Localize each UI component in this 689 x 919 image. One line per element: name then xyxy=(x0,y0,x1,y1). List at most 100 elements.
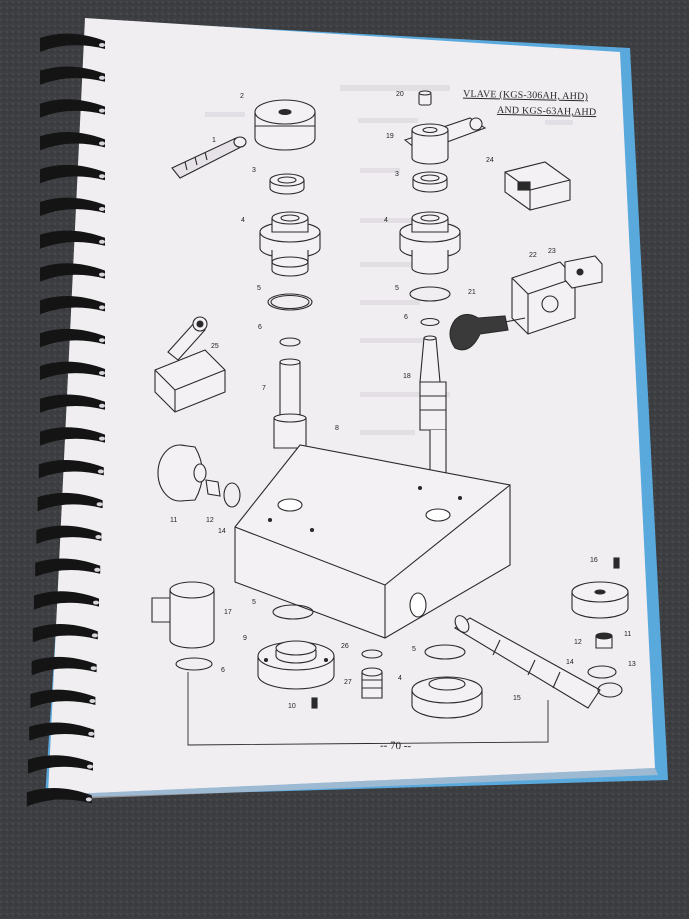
binding-hole xyxy=(95,535,102,539)
spool-left xyxy=(273,358,307,449)
binding-hole xyxy=(99,207,105,211)
binding-hole xyxy=(99,371,105,375)
binding-coil xyxy=(40,164,105,184)
callout-21: 21 xyxy=(468,289,476,296)
binding-hole xyxy=(99,403,105,408)
binding-coil xyxy=(38,460,104,479)
callout-26: 26 xyxy=(341,643,349,650)
callout-5b: 5 xyxy=(395,285,399,292)
binding-hole xyxy=(99,43,105,47)
binding-coil xyxy=(40,99,105,118)
o-ring-left xyxy=(267,293,313,311)
spool-right xyxy=(419,335,447,481)
binding-coil xyxy=(35,558,101,577)
binding-coil xyxy=(40,230,105,249)
callout-1: 1 xyxy=(212,137,216,144)
cam-17 xyxy=(151,581,215,649)
binding-coil xyxy=(40,33,105,52)
callout-8: 8 xyxy=(335,425,339,432)
callout-5d: 5 xyxy=(412,646,416,653)
callout-18: 18 xyxy=(403,373,411,380)
binding-coil xyxy=(40,328,105,348)
callout-2: 2 xyxy=(240,93,244,100)
binding-hole xyxy=(94,567,101,572)
side-cap-11-right xyxy=(571,581,629,619)
binding-hole xyxy=(97,469,104,474)
binding-hole xyxy=(88,731,95,736)
binding-hole xyxy=(93,600,99,605)
side-cap-11-left xyxy=(157,444,207,502)
callout-3b: 3 xyxy=(395,171,399,178)
o-ring-14-left xyxy=(223,482,241,508)
bushing-right xyxy=(412,171,448,193)
binding-coil xyxy=(30,689,96,708)
handle-lever xyxy=(171,136,247,179)
screw-16 xyxy=(613,557,620,569)
callout-4: 4 xyxy=(241,217,245,224)
callout-15: 15 xyxy=(513,695,521,702)
binding-hole xyxy=(96,502,103,507)
callout-4b: 4 xyxy=(384,217,388,224)
callout-9: 9 xyxy=(243,635,247,642)
binding-coil xyxy=(40,132,105,151)
assembly-bracket xyxy=(187,672,549,746)
o-ring-14-right xyxy=(587,665,617,679)
binding-hole xyxy=(99,338,105,343)
callout-25: 25 xyxy=(211,343,219,350)
valve-seat-left xyxy=(259,211,321,277)
binding-hole xyxy=(99,174,105,179)
callout-27: 27 xyxy=(344,679,352,686)
binding-coil xyxy=(40,361,105,380)
knob-21 xyxy=(449,313,526,351)
binding-coil xyxy=(36,525,102,544)
binding-coil xyxy=(40,66,105,85)
binding-coil xyxy=(40,394,105,413)
small-ring-right xyxy=(420,317,440,327)
binding-hole xyxy=(99,239,105,244)
binding-coil xyxy=(40,197,105,216)
callout-11b: 11 xyxy=(624,631,631,638)
ring-6-bottom xyxy=(175,657,213,671)
valve-seat-4-bottom xyxy=(411,676,483,719)
binding-hole xyxy=(85,797,92,802)
callout-12: 12 xyxy=(206,517,214,524)
bushing-left xyxy=(269,173,305,195)
main-body-8 xyxy=(234,444,511,639)
bottom-cover-9 xyxy=(257,640,335,690)
callout-14: 14 xyxy=(218,528,226,535)
callout-6c: 6 xyxy=(221,667,225,674)
valve-diagram xyxy=(151,90,629,746)
cam-block-24 xyxy=(504,161,571,211)
callout-13: 13 xyxy=(628,661,636,668)
callout-3: 3 xyxy=(252,167,256,174)
binding-hole xyxy=(89,699,96,703)
limit-switch-25 xyxy=(154,316,226,413)
binding-hole xyxy=(87,764,93,769)
binding-coil xyxy=(26,788,92,807)
callout-22: 22 xyxy=(529,252,537,259)
callout-20: 20 xyxy=(396,91,404,98)
bracket-22 xyxy=(511,261,576,335)
binding-hole xyxy=(99,305,105,310)
binding-hole xyxy=(99,436,105,441)
binding-hole xyxy=(91,633,98,638)
block-23 xyxy=(564,255,603,289)
top-cap xyxy=(254,99,316,151)
binding-hole xyxy=(99,272,105,277)
small-ring-left xyxy=(279,337,301,347)
binding-coil xyxy=(32,624,98,643)
screw-10 xyxy=(311,697,318,709)
binding-hole xyxy=(99,141,105,146)
callout-12b: 12 xyxy=(574,639,582,646)
cam-lever-19 xyxy=(403,117,487,165)
plug-20 xyxy=(418,90,432,106)
binding-coil xyxy=(40,427,105,446)
page-number: -- 70 -- xyxy=(379,739,412,753)
callout-6: 6 xyxy=(258,324,262,331)
callout-16: 16 xyxy=(590,557,598,564)
ring-13 xyxy=(597,682,623,698)
callout-11: 11 xyxy=(170,517,177,524)
spool-15 xyxy=(453,615,601,709)
o-ring-right xyxy=(409,286,451,302)
